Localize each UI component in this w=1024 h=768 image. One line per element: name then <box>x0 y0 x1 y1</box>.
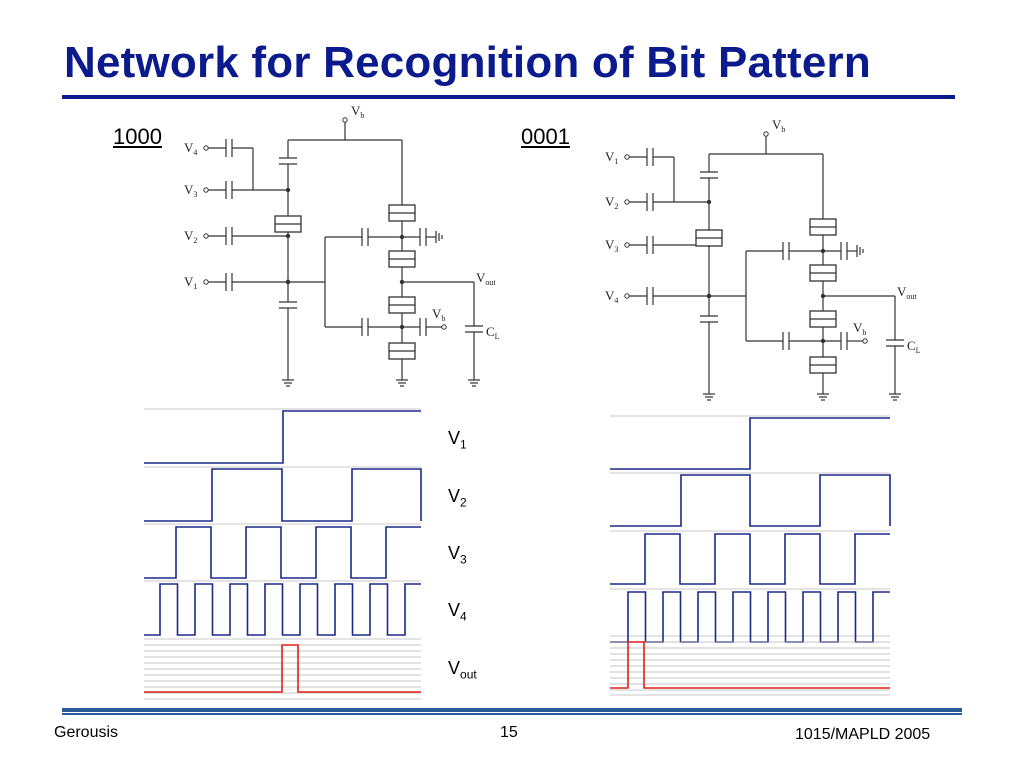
cl-label: CL <box>486 324 500 341</box>
terminal <box>624 242 630 248</box>
slide-title: Network for Recognition of Bit Pattern <box>64 38 871 87</box>
terminal <box>342 117 348 123</box>
signal-label-vout: Vout <box>448 658 477 682</box>
input-label-V4: V4 <box>605 288 618 305</box>
signal-label-v4: V4 <box>448 600 467 624</box>
signal-label-v2: V2 <box>448 486 467 510</box>
input-label-V2: V2 <box>184 228 197 245</box>
terminal <box>203 279 209 285</box>
waveform-vout <box>610 641 890 689</box>
waveform-v2 <box>144 468 422 522</box>
terminal <box>203 187 209 193</box>
input-label-V3: V3 <box>605 237 618 254</box>
terminal <box>203 145 209 151</box>
waveform-v4 <box>610 591 890 643</box>
vb-label-mid: Vb <box>432 306 445 323</box>
footer-author: Gerousis <box>54 724 119 741</box>
waveform-v1 <box>144 410 421 464</box>
title-divider <box>62 95 955 99</box>
waveform-v4 <box>144 583 421 636</box>
input-label-V1: V1 <box>184 274 197 291</box>
vout-label: Vout <box>897 284 917 301</box>
waveform-v2 <box>610 474 891 527</box>
terminal <box>203 233 209 239</box>
signal-label-v3: V3 <box>448 543 467 567</box>
waveform-v3 <box>144 526 421 579</box>
cl-label: CL <box>907 338 921 355</box>
footer-event: 1015/MAPLD 2005 <box>795 726 931 743</box>
signal-label-v1: V1 <box>448 428 467 452</box>
input-label-V1: V1 <box>605 149 618 166</box>
vb-label-top: Vb <box>772 117 785 134</box>
footer-divider <box>62 708 962 712</box>
input-label-V3: V3 <box>184 182 197 199</box>
terminal <box>441 324 447 330</box>
waveform-vout <box>144 644 421 693</box>
input-label-V4: V4 <box>184 140 197 157</box>
footer-divider-thin <box>62 713 962 715</box>
terminal <box>862 338 868 344</box>
terminal <box>763 131 769 137</box>
terminal <box>624 293 630 299</box>
waveform-v1 <box>610 417 890 470</box>
footer-page-number: 15 <box>500 724 518 741</box>
pattern-label-right: 0001 <box>521 124 570 149</box>
vb-label-top: Vb <box>351 103 364 120</box>
input-label-V2: V2 <box>605 194 618 211</box>
vb-label-mid: Vb <box>853 320 866 337</box>
vout-label: Vout <box>476 270 496 287</box>
waveform-v3 <box>610 533 890 585</box>
terminal <box>624 154 630 160</box>
pattern-label-left: 1000 <box>113 124 162 149</box>
terminal <box>624 199 630 205</box>
